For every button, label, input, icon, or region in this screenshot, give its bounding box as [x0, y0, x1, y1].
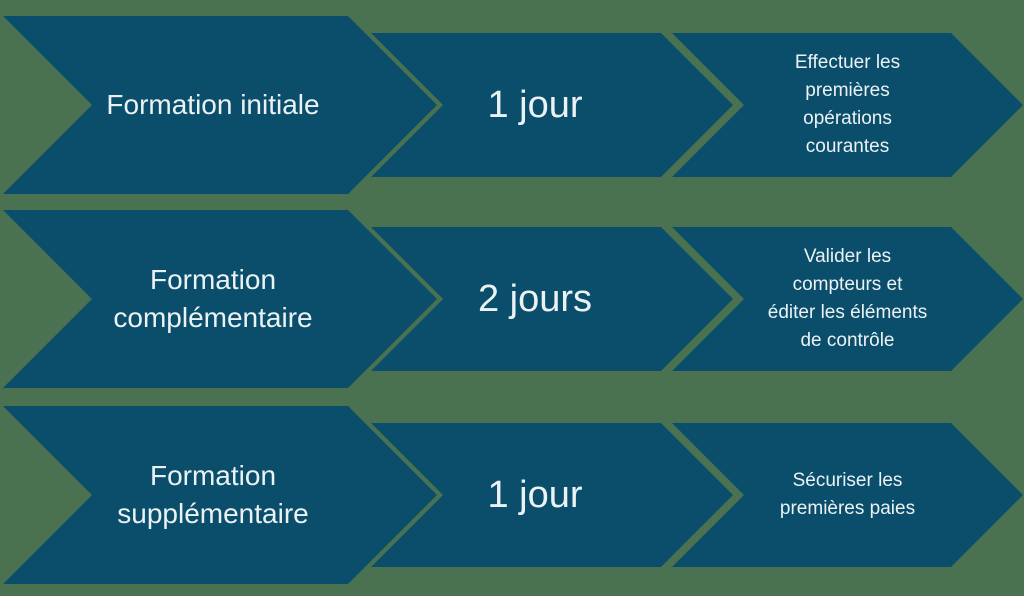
- chevron-label: 2 jours: [477, 278, 593, 320]
- chevron-label: Formation supplémentaire: [117, 460, 309, 529]
- chevron-label: Sécuriser les premières paies: [779, 470, 916, 519]
- chevron-formation-initiale: Formation initiale: [3, 16, 437, 194]
- chevron-label: Formation initiale: [106, 89, 320, 120]
- chevron-label: Formation complémentaire: [113, 264, 313, 333]
- chevron-label: 1 jour: [487, 474, 583, 516]
- chevron-formation-complementaire: Formation complémentaire: [3, 210, 437, 388]
- chevron-label: Valider les compteurs et éditer les élém…: [767, 246, 928, 351]
- chevron-label: Effectuer les premières opérations coura…: [794, 52, 901, 157]
- chevron-effectuer-operations-courantes: Effectuer les premières opérations coura…: [672, 33, 1023, 177]
- chevron-formation-supplementaire: Formation supplémentaire: [3, 406, 437, 584]
- chevron-label: 1 jour: [487, 84, 583, 126]
